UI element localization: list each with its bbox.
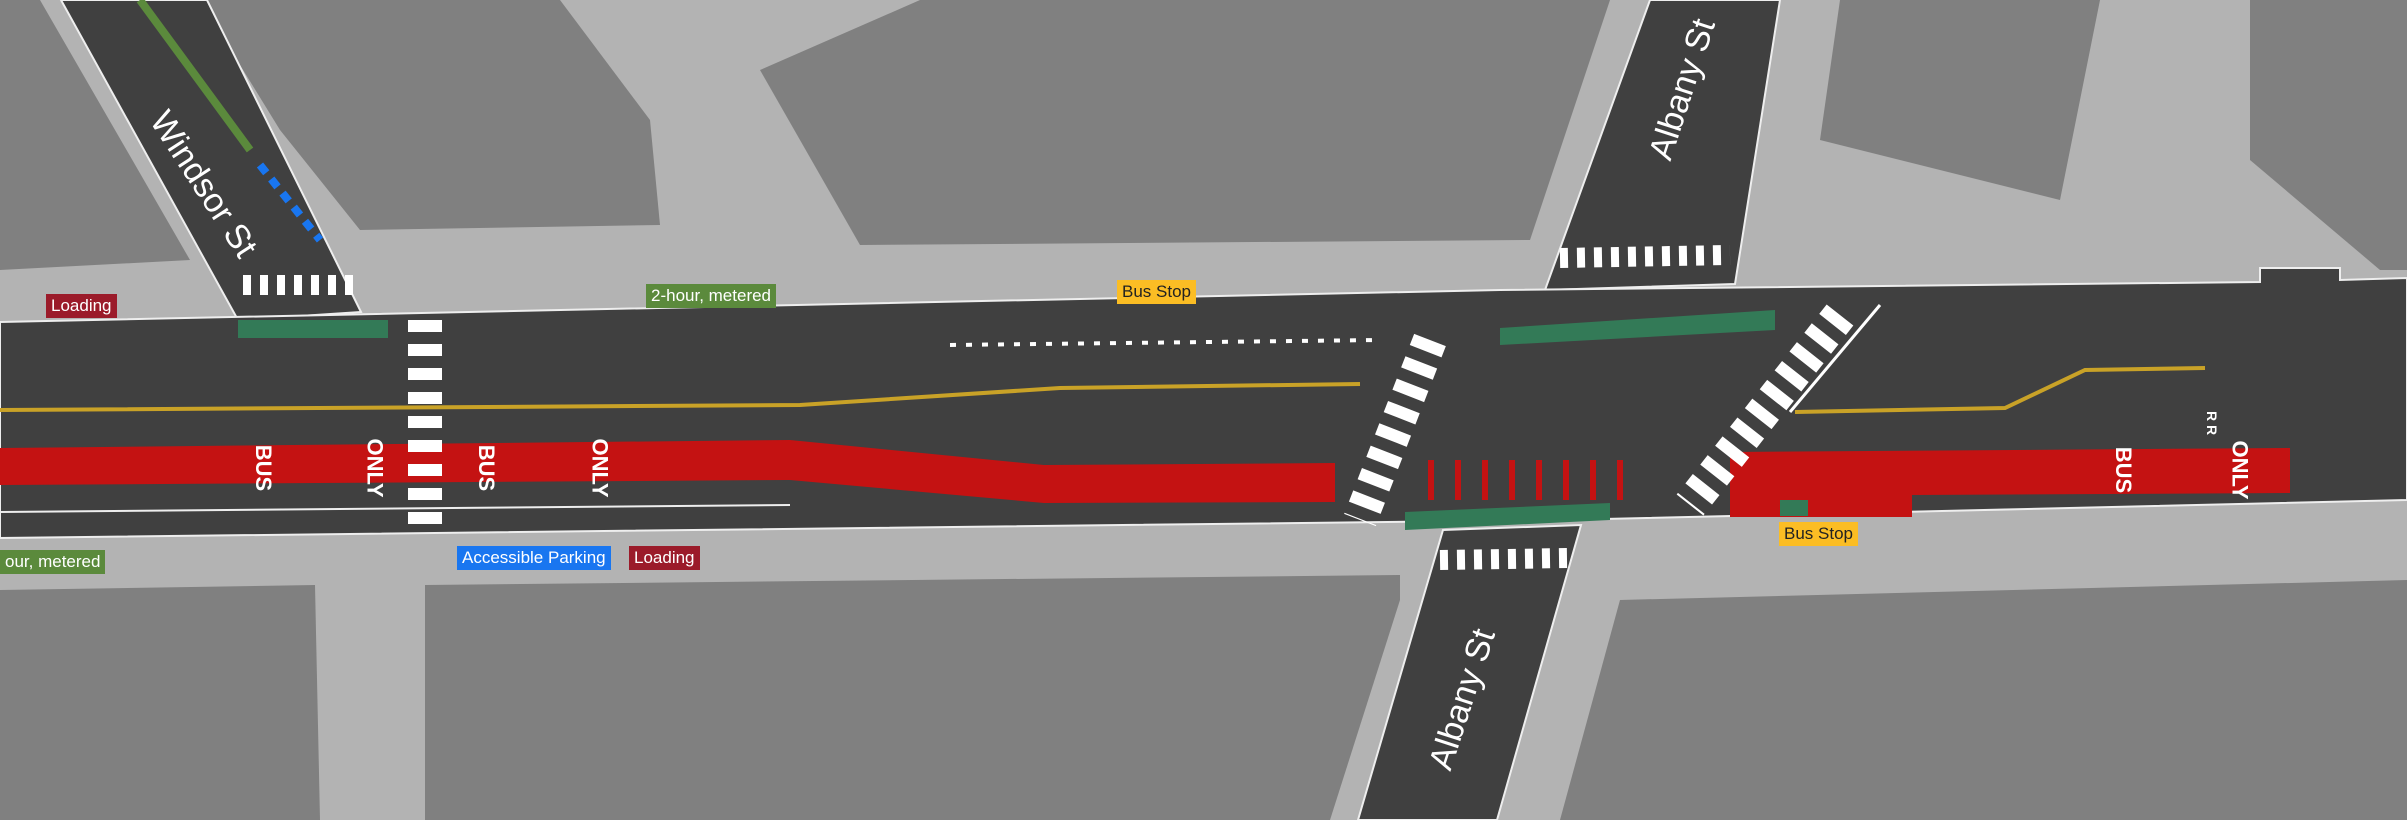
- windsor-bike-lane: [136, 0, 254, 153]
- railroad-crossing-marking: R R: [2204, 410, 2221, 436]
- only-lane-marking: ONLY: [2227, 440, 2253, 500]
- bus-lane-marking: BUS: [2111, 446, 2137, 494]
- metered-parking-label: 2-hour, metered: [646, 284, 777, 308]
- bus-stop-label-south: Bus Stop: [1779, 522, 1858, 546]
- loading-zone-label: Loading: [46, 294, 117, 318]
- bus-stop-label: Bus Stop: [1117, 280, 1196, 304]
- bus-lane-intersection-stripes: [1428, 460, 1623, 500]
- bus-lane-east: [1730, 448, 2290, 517]
- only-lane-marking: ONLY: [587, 438, 613, 498]
- metered-parking-label-south: our, metered: [0, 550, 106, 574]
- loading-zone-label-south: Loading: [629, 546, 700, 570]
- parking-lane-line: [0, 504, 791, 513]
- bike-crossings: [238, 310, 1808, 530]
- crosswalks: [243, 245, 1731, 570]
- center-line-east: [1794, 366, 2206, 414]
- crosswalks-diagonal: [408, 304, 1854, 535]
- bus-lane-marking: BUS: [251, 444, 277, 492]
- accessible-parking-label: Accessible Parking: [457, 546, 611, 570]
- bus-lane-marking: BUS: [474, 444, 500, 492]
- windsor-accessible-strip: [256, 162, 324, 243]
- stop-line: [1788, 304, 1882, 413]
- only-lane-marking: ONLY: [362, 438, 388, 498]
- center-line: [0, 382, 1361, 412]
- bus-lane-west: [0, 440, 1335, 503]
